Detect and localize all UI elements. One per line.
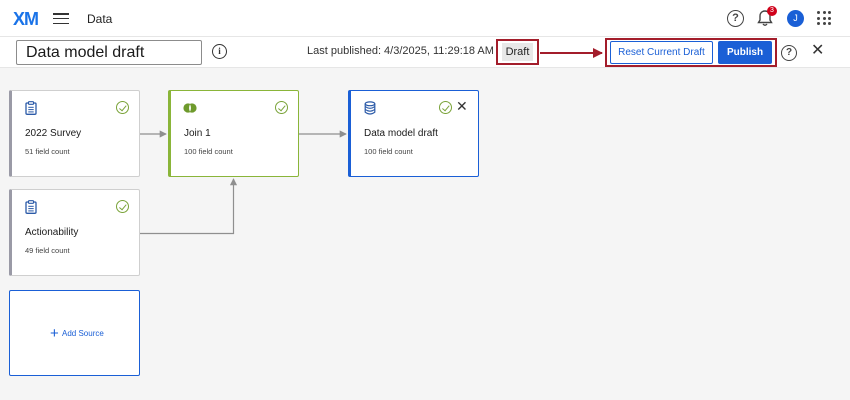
- source-node-2022-survey[interactable]: 2022 Survey 51 field count: [9, 90, 140, 177]
- node-field-count: 49 field count: [25, 246, 70, 255]
- survey-icon: [25, 200, 37, 214]
- model-toolbar: Data model draft i Last published: 4/3/2…: [0, 37, 850, 68]
- model-name-input[interactable]: Data model draft: [16, 40, 202, 65]
- data-model-canvas[interactable]: 2022 Survey 51 field count Actionability…: [0, 68, 850, 400]
- node-title: 2022 Survey: [25, 128, 82, 139]
- output-node-data-model-draft[interactable]: ✕ Data model draft 100 field count: [348, 90, 479, 177]
- apps-grid-icon[interactable]: [817, 11, 831, 25]
- join-node[interactable]: Join 1 100 field count: [168, 90, 299, 177]
- survey-icon: [25, 101, 37, 115]
- node-field-count: 51 field count: [25, 147, 70, 156]
- check-circle-icon: [439, 101, 452, 114]
- close-icon[interactable]: ✕: [456, 98, 468, 114]
- reset-current-draft-button[interactable]: Reset Current Draft: [610, 41, 713, 64]
- info-icon[interactable]: i: [212, 44, 227, 59]
- last-published-text: Last published: 4/3/2025, 11:29:18 AM: [307, 45, 494, 57]
- node-title: Join 1: [184, 128, 211, 139]
- join-icon: [183, 103, 197, 113]
- help-icon[interactable]: ?: [727, 10, 744, 27]
- add-source-button[interactable]: + Add Source: [9, 290, 140, 376]
- database-icon: [364, 101, 376, 115]
- node-title: Actionability: [25, 227, 79, 238]
- notification-badge: 3: [767, 6, 777, 16]
- help-icon[interactable]: ?: [781, 45, 797, 61]
- actions-highlight-box: [605, 38, 777, 67]
- menu-icon[interactable]: [53, 13, 69, 25]
- check-circle-icon: [275, 101, 288, 114]
- check-circle-icon: [116, 200, 129, 213]
- node-title: Data model draft: [364, 128, 438, 139]
- xm-logo[interactable]: XM: [13, 9, 39, 29]
- source-node-actionability[interactable]: Actionability 49 field count: [9, 189, 140, 276]
- close-icon[interactable]: ✕: [811, 42, 825, 59]
- status-badge: Draft: [502, 43, 533, 61]
- plus-icon: +: [50, 325, 59, 342]
- app-title: Data: [87, 12, 113, 26]
- node-field-count: 100 field count: [364, 147, 413, 156]
- publish-button[interactable]: Publish: [718, 41, 772, 64]
- avatar[interactable]: J: [787, 10, 804, 27]
- draft-highlight-box: [496, 39, 539, 65]
- node-field-count: 100 field count: [184, 147, 233, 156]
- add-source-label: Add Source: [62, 329, 104, 338]
- top-bar: XM Data ? 3 J: [0, 0, 850, 37]
- check-circle-icon: [116, 101, 129, 114]
